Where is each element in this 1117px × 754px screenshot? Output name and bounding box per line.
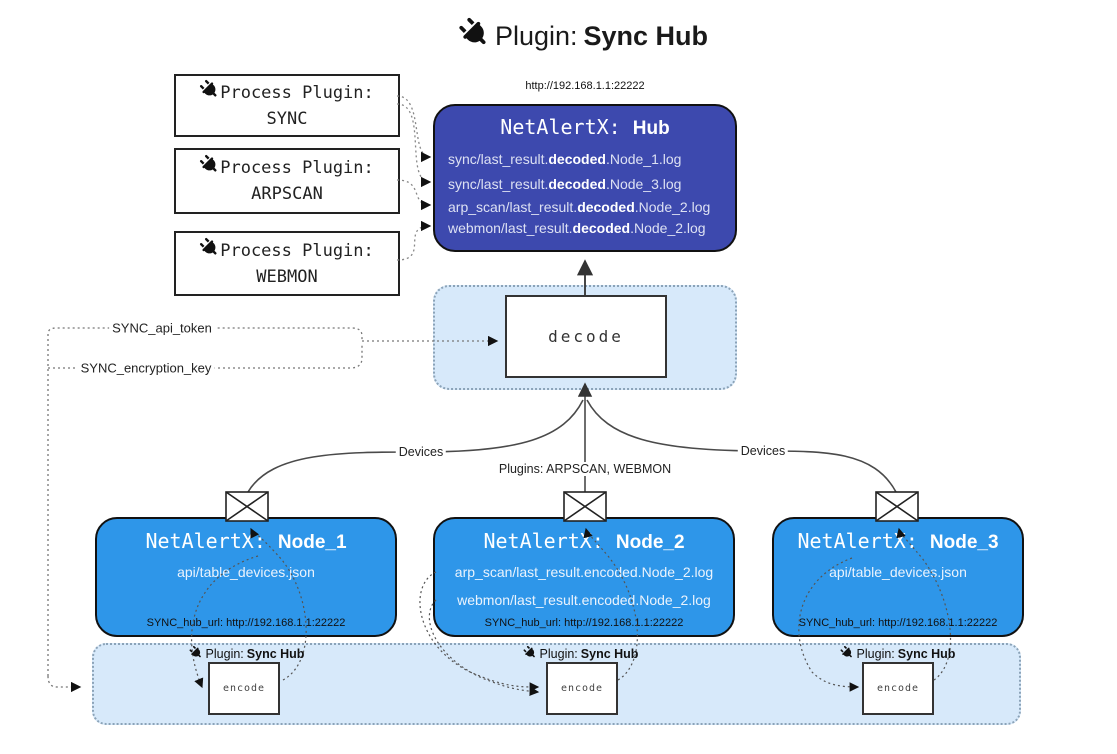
process-plugin-label: Process Plugin: — [220, 158, 374, 178]
hub-log-row: sync/last_result.decoded.Node_3.log — [448, 176, 682, 192]
node-hub-url: SYNC_hub_url: http://192.168.1.1:22222 — [146, 617, 346, 629]
page-title-prefix: Plugin: — [494, 21, 578, 51]
process-plugin-label: Process Plugin: — [220, 82, 374, 103]
hub-log-row: arp_scan/last_result.decoded.Node_2.log — [448, 199, 711, 215]
hub-title: NetAlertX: Hub — [435, 115, 735, 140]
netalertx-node3-box: NetAlertX: Node_3 api/table_devices.json… — [772, 517, 1024, 637]
hub-log-row: webmon/last_result.decoded.Node_2.log — [448, 220, 706, 236]
process-plugin-name: ARPSCAN — [251, 184, 323, 204]
netalertx-node1-box: NetAlertX: Node_1 api/table_devices.json… — [95, 517, 397, 637]
hub-url-label: http://192.168.1.1:22222 — [525, 80, 645, 92]
node-file-row: api/table_devices.json — [829, 564, 967, 580]
encode-box: encode — [208, 662, 280, 715]
node-hub-url: SYNC_hub_url: http://192.168.1.1:22222 — [484, 617, 684, 629]
process-plugin-name: WEBMON — [256, 266, 318, 287]
process-plugin-webmon-box: Process Plugin: WEBMON — [174, 231, 400, 296]
node-file-row: webmon/last_result.encoded.Node_2.log — [457, 592, 711, 608]
node-title: NetAlertX: Node_2 — [483, 529, 685, 553]
node-file-row: arp_scan/last_result.encoded.Node_2.log — [454, 564, 714, 580]
process-plugin-arpscan-box: Process Plugin: ARPSCAN — [174, 148, 400, 214]
encode-box: encode — [862, 662, 934, 715]
decode-box: decode — [505, 295, 667, 378]
plug-icon — [458, 17, 489, 55]
node-file-row: api/table_devices.json — [177, 564, 315, 580]
process-plugin-sync-box: Process Plugin: SYNC — [174, 74, 400, 137]
node-hub-url: SYNC_hub_url: http://192.168.1.1:22222 — [798, 617, 998, 629]
netalertx-hub-box: NetAlertX: Hub sync/last_result.decoded.… — [433, 104, 737, 252]
plug-icon — [200, 237, 219, 265]
hub-title-bold: Hub — [632, 118, 670, 139]
page-title-bold: Sync Hub — [583, 21, 709, 51]
plug-icon — [200, 79, 219, 107]
process-plugin-label: Process Plugin: — [220, 240, 374, 261]
hub-title-prefix: NetAlertX: — [500, 115, 633, 139]
page-title: Plugin: Sync Hub — [458, 17, 709, 55]
process-plugin-name: SYNC — [266, 108, 308, 129]
node-title: NetAlertX: Node_3 — [797, 529, 999, 553]
plug-icon — [200, 154, 219, 182]
hub-log-row: sync/last_result.decoded.Node_1.log — [448, 151, 682, 167]
netalertx-node2-box: NetAlertX: Node_2 arp_scan/last_result.e… — [433, 517, 735, 637]
node-title: NetAlertX: Node_1 — [145, 529, 347, 553]
encode-box: encode — [546, 662, 618, 715]
